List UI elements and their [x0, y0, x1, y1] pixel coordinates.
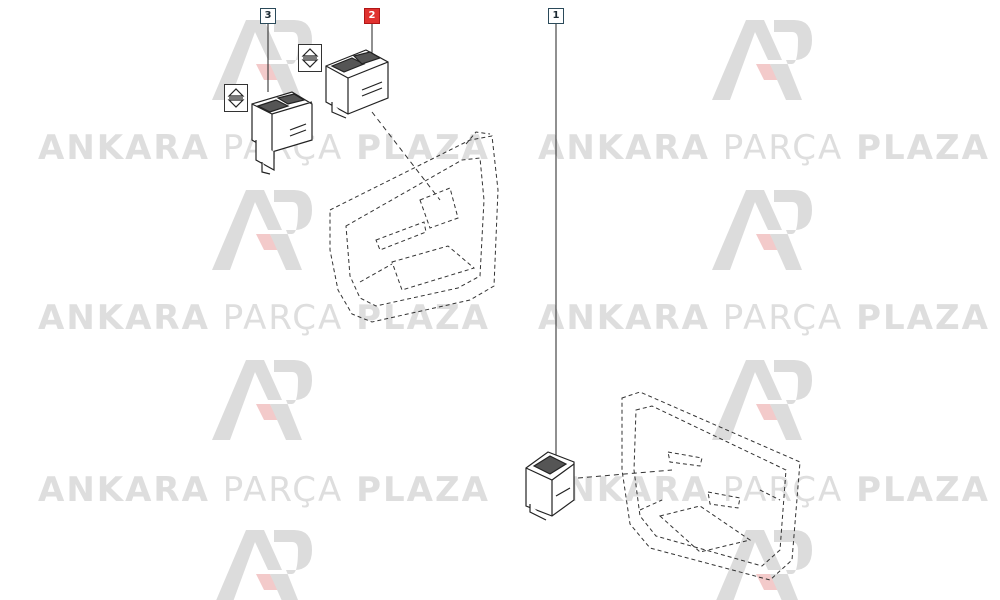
leader-lines	[267, 24, 557, 455]
window-switch-2	[325, 49, 389, 119]
up-down-arrow-icon	[298, 44, 322, 72]
watermark-text: ANKARA PARÇA PLAZA	[38, 298, 490, 338]
callout-2[interactable]: 2	[364, 8, 380, 24]
callout-1[interactable]: 1	[548, 8, 564, 24]
watermark-text: ANKARA PARÇA PLAZA	[38, 470, 490, 510]
callout-3[interactable]: 3	[260, 8, 276, 24]
dashed-connectors	[371, 111, 673, 479]
window-switch-3	[251, 91, 313, 175]
door-panel-rear	[621, 391, 801, 581]
watermark-text: ANKARA PARÇA PLAZA	[538, 128, 990, 168]
up-down-arrow-icon	[224, 84, 248, 112]
door-panel-front	[329, 131, 499, 323]
watermark-text: ANKARA PARÇA PLAZA	[538, 298, 990, 338]
window-switch-1	[525, 451, 575, 521]
